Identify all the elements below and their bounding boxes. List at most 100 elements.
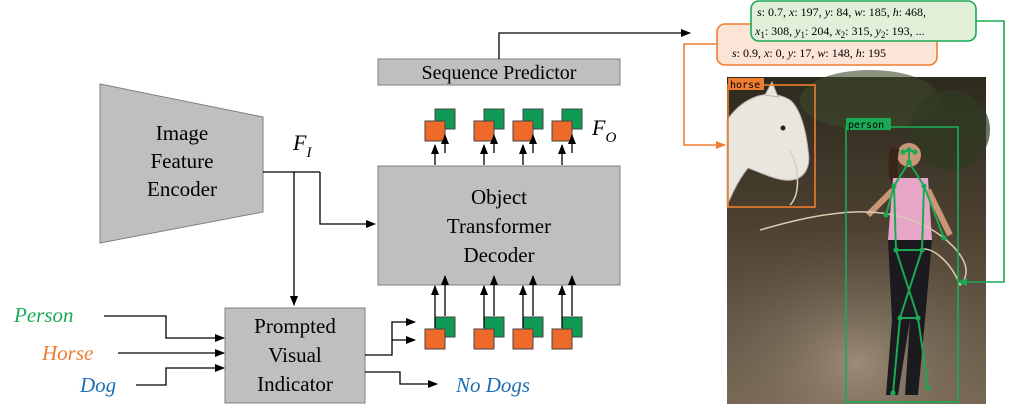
seq-sub-1: 1 xyxy=(801,30,806,40)
top-orange-token-4 xyxy=(551,120,573,142)
object-transformer-decoder: Object Transformer Decoder xyxy=(377,165,621,286)
skeleton-joint-13 xyxy=(890,390,896,396)
encoder-label-line3: Encoder xyxy=(147,177,217,201)
seq-sub-0: 1 xyxy=(760,30,765,40)
seq-var-4: h xyxy=(856,46,862,60)
dog-prompt-arrow xyxy=(136,364,225,386)
seq-val-4: : 468, xyxy=(899,5,926,19)
seq-val-0: : 0.9, xyxy=(737,46,764,60)
seq-val-1: : 0, xyxy=(769,46,787,60)
person-tag-label: person xyxy=(848,120,884,131)
seq-var-3: w xyxy=(817,46,825,60)
skeleton-joint-5 xyxy=(891,183,897,189)
prompt-person: Person xyxy=(13,303,74,327)
seq-var-1: x xyxy=(788,5,795,19)
prompt-dog: Dog xyxy=(79,373,116,397)
seq-var-2: x xyxy=(834,24,841,38)
decoder-input-tokens xyxy=(424,275,583,350)
fo-sub: O xyxy=(605,130,616,146)
skeleton-joint-9 xyxy=(893,247,899,253)
skeleton-limb-8 xyxy=(893,185,897,251)
indicator-label-line1: Prompted xyxy=(254,314,336,338)
fi-sub: I xyxy=(305,145,312,161)
top-orange-token-1 xyxy=(424,120,446,142)
detection-photo: horse person xyxy=(726,70,990,404)
seq-val-2: : 84, xyxy=(830,5,854,19)
prompt-arrows xyxy=(104,315,225,386)
bottom-orange-token-4 xyxy=(551,328,573,350)
skeleton-joint-8 xyxy=(941,235,947,241)
encoder-connectors xyxy=(263,171,376,306)
seq-var-4: h xyxy=(893,5,899,19)
skeleton-limb-7 xyxy=(923,185,945,239)
top-orange-token-2 xyxy=(473,120,495,142)
skeleton-limb-5 xyxy=(908,161,925,187)
fo-main: F xyxy=(591,115,606,140)
indicator-to-nodogs-arrow xyxy=(365,371,438,388)
skeleton-joint-10 xyxy=(919,247,925,253)
bottom-orange-token-3 xyxy=(512,328,534,350)
person-prompt-arrow xyxy=(104,315,225,342)
seq-val-0: : 308, xyxy=(765,24,795,38)
seq-val-3: : 148, xyxy=(825,46,855,60)
seq-var-0: x xyxy=(754,24,761,38)
sequence-predictor-label: Sequence Predictor xyxy=(422,62,577,84)
bottom-orange-token-2 xyxy=(473,328,495,350)
decoder-label-line2: Transformer xyxy=(447,214,551,238)
seq-sub-3: 2 xyxy=(881,30,886,40)
top-orange-token-3 xyxy=(512,120,534,142)
horse-tag-label: horse xyxy=(730,80,760,91)
indicator-label-line3: Indicator xyxy=(257,372,333,396)
fi-main: F xyxy=(292,130,307,155)
seq-val-4: : 195 xyxy=(862,46,886,60)
sequence-predictor: Sequence Predictor xyxy=(377,58,621,86)
horse-tag xyxy=(728,78,764,90)
seq-val-3: : 193, ... xyxy=(885,24,924,38)
seq-var-0: s xyxy=(757,5,762,19)
seq-val-2: : 315, xyxy=(845,24,875,38)
skeleton-joint-6 xyxy=(921,183,927,189)
skeleton-limb-6 xyxy=(885,185,895,216)
seq-var-0: s xyxy=(732,46,737,60)
output-feature-label: FO xyxy=(591,115,616,146)
decoder-output-tokens xyxy=(424,108,583,165)
seq-var-1: y xyxy=(794,24,801,38)
skeleton-joint-14 xyxy=(925,385,931,391)
person-sequence-line1: s: 0.7, x: 197, y: 84, w: 185, h: 468, xyxy=(757,5,926,19)
person-pose-skeleton xyxy=(883,147,947,396)
skeleton-limb-14 xyxy=(917,317,929,389)
seq-var-2: y xyxy=(824,5,831,19)
skeleton-limb-12 xyxy=(899,249,923,319)
person-tag xyxy=(846,118,891,130)
skeleton-joint-3 xyxy=(912,149,918,155)
skeleton-limb-4 xyxy=(893,161,910,187)
horse-sequence-arrow xyxy=(683,43,726,149)
no-dogs-label: No Dogs xyxy=(455,373,530,397)
skeleton-limb-9 xyxy=(921,185,925,251)
seq-sub-2: 2 xyxy=(841,30,846,40)
lasso-rope xyxy=(759,211,967,287)
skeleton-joint-11 xyxy=(897,315,903,321)
bottom-orange-token-1 xyxy=(424,328,446,350)
image-feature-encoder: Image Feature Encoder xyxy=(99,83,264,244)
horse-bounding-box xyxy=(727,84,816,208)
skeleton-joint-12 xyxy=(915,315,921,321)
seq-val-1: : 197, xyxy=(794,5,824,19)
skeleton-limb-13 xyxy=(892,317,901,394)
indicator-output-arrows xyxy=(365,318,438,388)
person-bounding-box xyxy=(845,126,959,403)
indicator-to-token-upper-arrow xyxy=(365,318,416,356)
seq-val-2: : 17, xyxy=(793,46,817,60)
encoder-label-line1: Image xyxy=(156,121,208,145)
decoder-label-line1: Object xyxy=(471,185,527,209)
seq-val-3: : 185, xyxy=(862,5,892,19)
encoder-label-line2: Feature xyxy=(151,149,214,173)
seq-val-0: : 0.7, xyxy=(762,5,789,19)
encoder-to-decoder-arrow xyxy=(319,172,376,228)
skeleton-joint-7 xyxy=(883,212,889,218)
skeleton-limb-11 xyxy=(895,249,919,319)
seq-var-2: y xyxy=(787,46,794,60)
person-sequence-box: s: 0.7, x: 197, y: 84, w: 185, h: 468, x… xyxy=(750,0,977,42)
seq-var-3: w xyxy=(854,5,862,19)
